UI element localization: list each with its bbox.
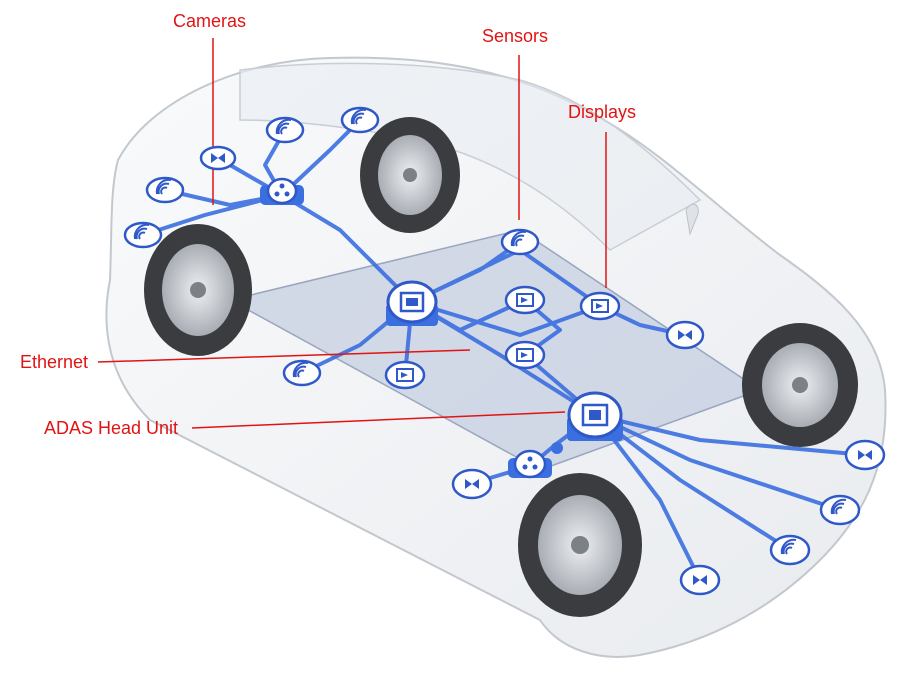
camera-bowtie-icon [679, 564, 721, 596]
wifi-wave-icon [265, 116, 305, 144]
wifi-wave-icon [282, 359, 322, 387]
ethernet-label: Ethernet [20, 352, 89, 372]
wheel-front-right [360, 117, 460, 233]
camera-bowtie-icon [199, 145, 237, 171]
wifi-wave-icon [769, 534, 811, 566]
wifi-wave-icon [145, 176, 185, 204]
wifi-wave-icon [819, 494, 861, 526]
adas-leader [191, 411, 566, 429]
callout-leaders [97, 38, 607, 429]
wheel-rear-right [742, 323, 858, 447]
chip-icon [567, 391, 623, 441]
switch-nodes [260, 177, 552, 479]
display-nodes [384, 285, 621, 390]
side-mirror [685, 203, 699, 236]
chip-icon [386, 280, 438, 326]
network-junction [551, 442, 563, 454]
wifi-wave-icon [340, 106, 380, 134]
head-unit-nodes [386, 280, 623, 454]
wheel-front-left [144, 224, 252, 356]
display-screen-icon [579, 291, 621, 321]
network-switch-icon [508, 449, 552, 479]
camera-nodes [199, 145, 886, 596]
display-screen-icon [504, 285, 546, 315]
sensors-label: Sensors [482, 26, 549, 46]
camera-bowtie-icon [844, 439, 886, 471]
display-screen-icon [504, 340, 546, 370]
camera-bowtie-icon [451, 468, 493, 500]
network-switch-icon [260, 177, 304, 205]
wifi-wave-icon [500, 228, 540, 256]
display-screen-icon [384, 360, 426, 390]
displays-label: Displays [568, 102, 637, 122]
wheel-rear-left [518, 473, 642, 617]
adas-head-unit-label: ADAS Head Unit [44, 418, 179, 438]
ethernet-leader [97, 349, 471, 363]
cameras-label: Cameras [173, 11, 247, 31]
camera-bowtie-icon [665, 320, 705, 350]
wifi-wave-icon [123, 221, 163, 249]
sensor-nodes [123, 106, 861, 566]
